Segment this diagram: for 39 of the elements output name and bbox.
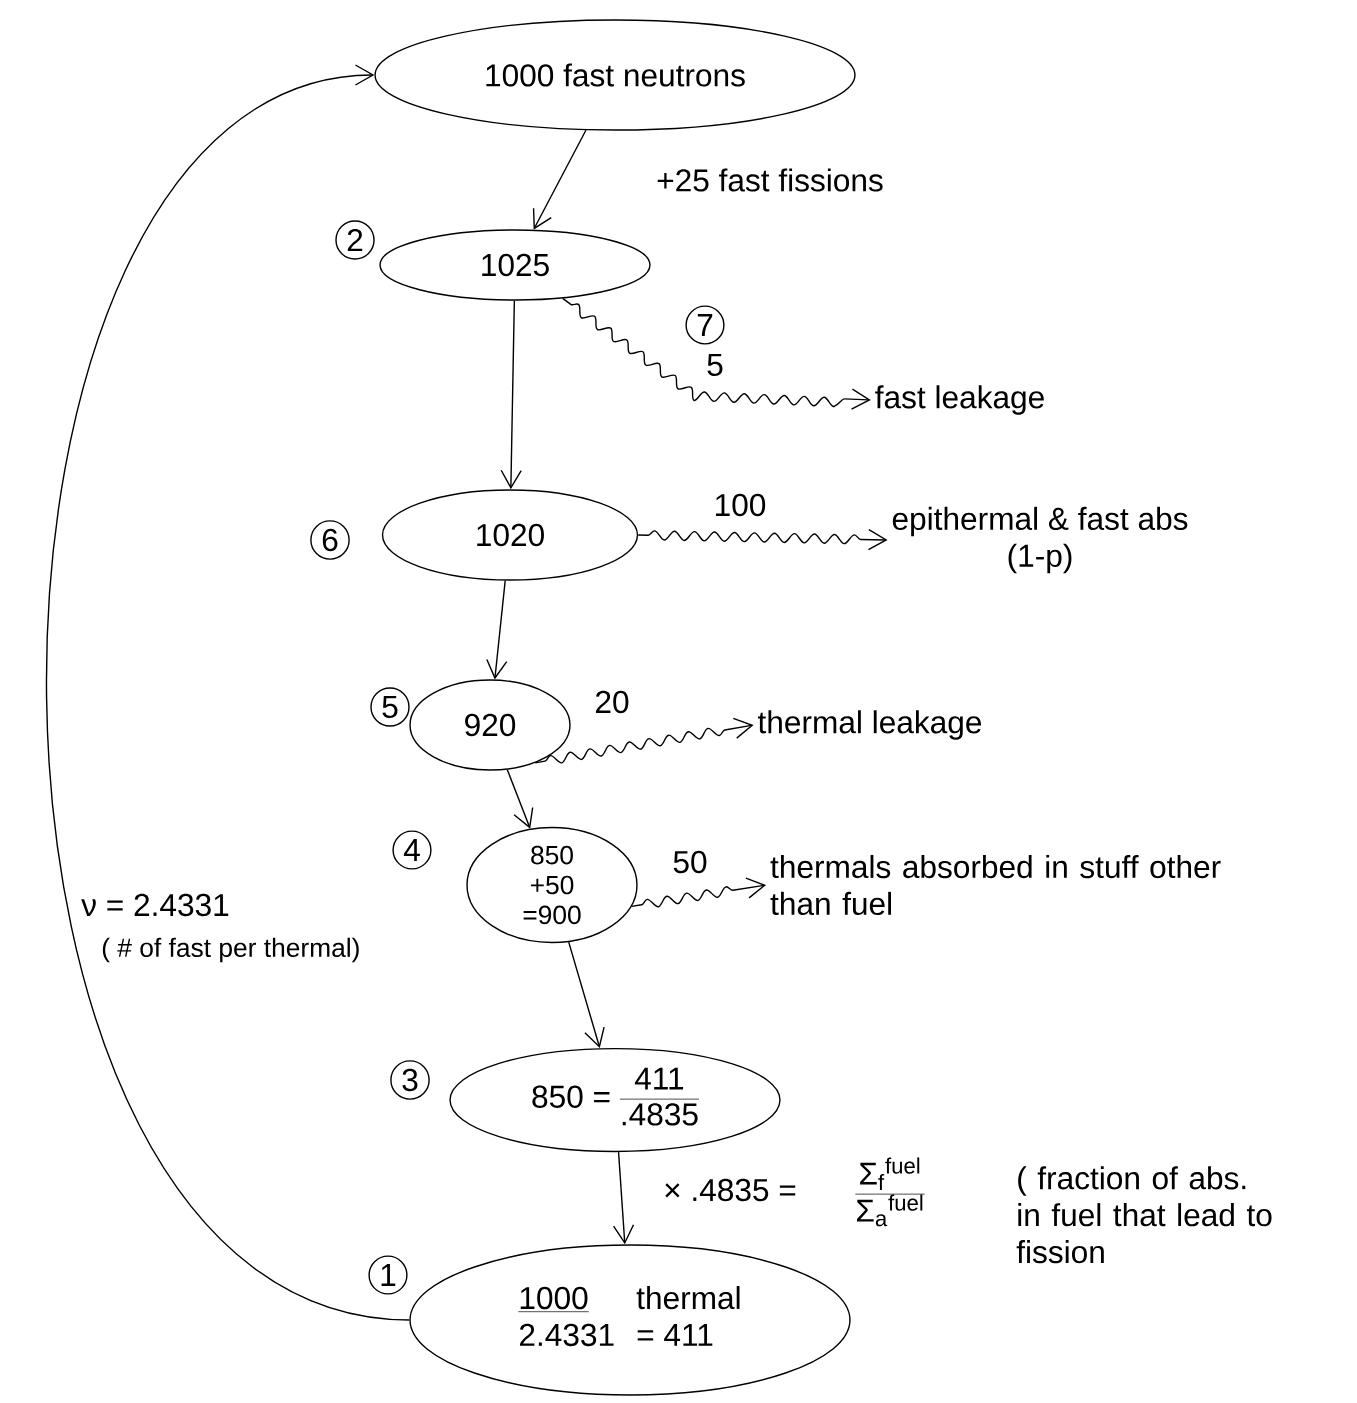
edge-label: +25 fast fissions xyxy=(654,166,886,194)
ellipse-node: 920 xyxy=(409,679,571,771)
step-number: 2 xyxy=(335,220,375,260)
arrow xyxy=(45,64,411,1321)
edge-label: 5 xyxy=(704,352,726,378)
arrow xyxy=(534,717,754,764)
nu-value: ν = 2.4331 xyxy=(81,893,229,917)
arrow xyxy=(631,877,767,908)
outcome-text: fast leakage xyxy=(875,385,1044,415)
ellipse-node: 850 +50 =900 xyxy=(466,826,638,944)
arrow xyxy=(486,579,508,680)
step-number: 6 xyxy=(310,520,350,560)
outcome-text: thermals absorbed in stuff other than fuel xyxy=(770,854,1221,916)
step-number: 4 xyxy=(392,830,432,870)
arrow xyxy=(612,1151,635,1245)
step-number: 1 xyxy=(368,1255,408,1295)
step-number: 3 xyxy=(390,1060,430,1100)
edge-label: × .4835 = xyxy=(661,1177,799,1203)
outcome-text: thermal leakage xyxy=(757,710,982,740)
arrow xyxy=(500,300,522,490)
outcome-text: epithermal & fast abs (1-p) xyxy=(892,506,1188,574)
step-number: 7 xyxy=(685,305,725,345)
arrow xyxy=(568,941,605,1049)
arrow xyxy=(506,768,534,829)
arrow xyxy=(562,297,871,410)
note-text: ( # of fast per thermal) xyxy=(102,937,359,963)
edge-label: 100 xyxy=(711,492,769,518)
ellipse-node: 1020 xyxy=(381,489,639,581)
ellipse-node: 850 = 411 .4835 xyxy=(449,1047,781,1153)
ellipse-node: 1000 fast neutrons xyxy=(374,19,856,131)
note-text: ( fraction of abs. in fuel that lead to fission xyxy=(1016,1166,1272,1264)
arrow xyxy=(637,528,888,551)
step-number: 5 xyxy=(370,687,410,727)
arrow xyxy=(532,129,587,230)
ellipse-node: 1025 xyxy=(379,229,651,301)
edge-label: 50 xyxy=(670,849,710,875)
ellipse-node: 1000 thermal 2.4331 = 411 xyxy=(409,1244,851,1396)
sigma-fraction: Σ$_{f}$fuel Σ$_{a}$fuel xyxy=(855,1157,925,1227)
edge-label: 20 xyxy=(592,689,632,715)
